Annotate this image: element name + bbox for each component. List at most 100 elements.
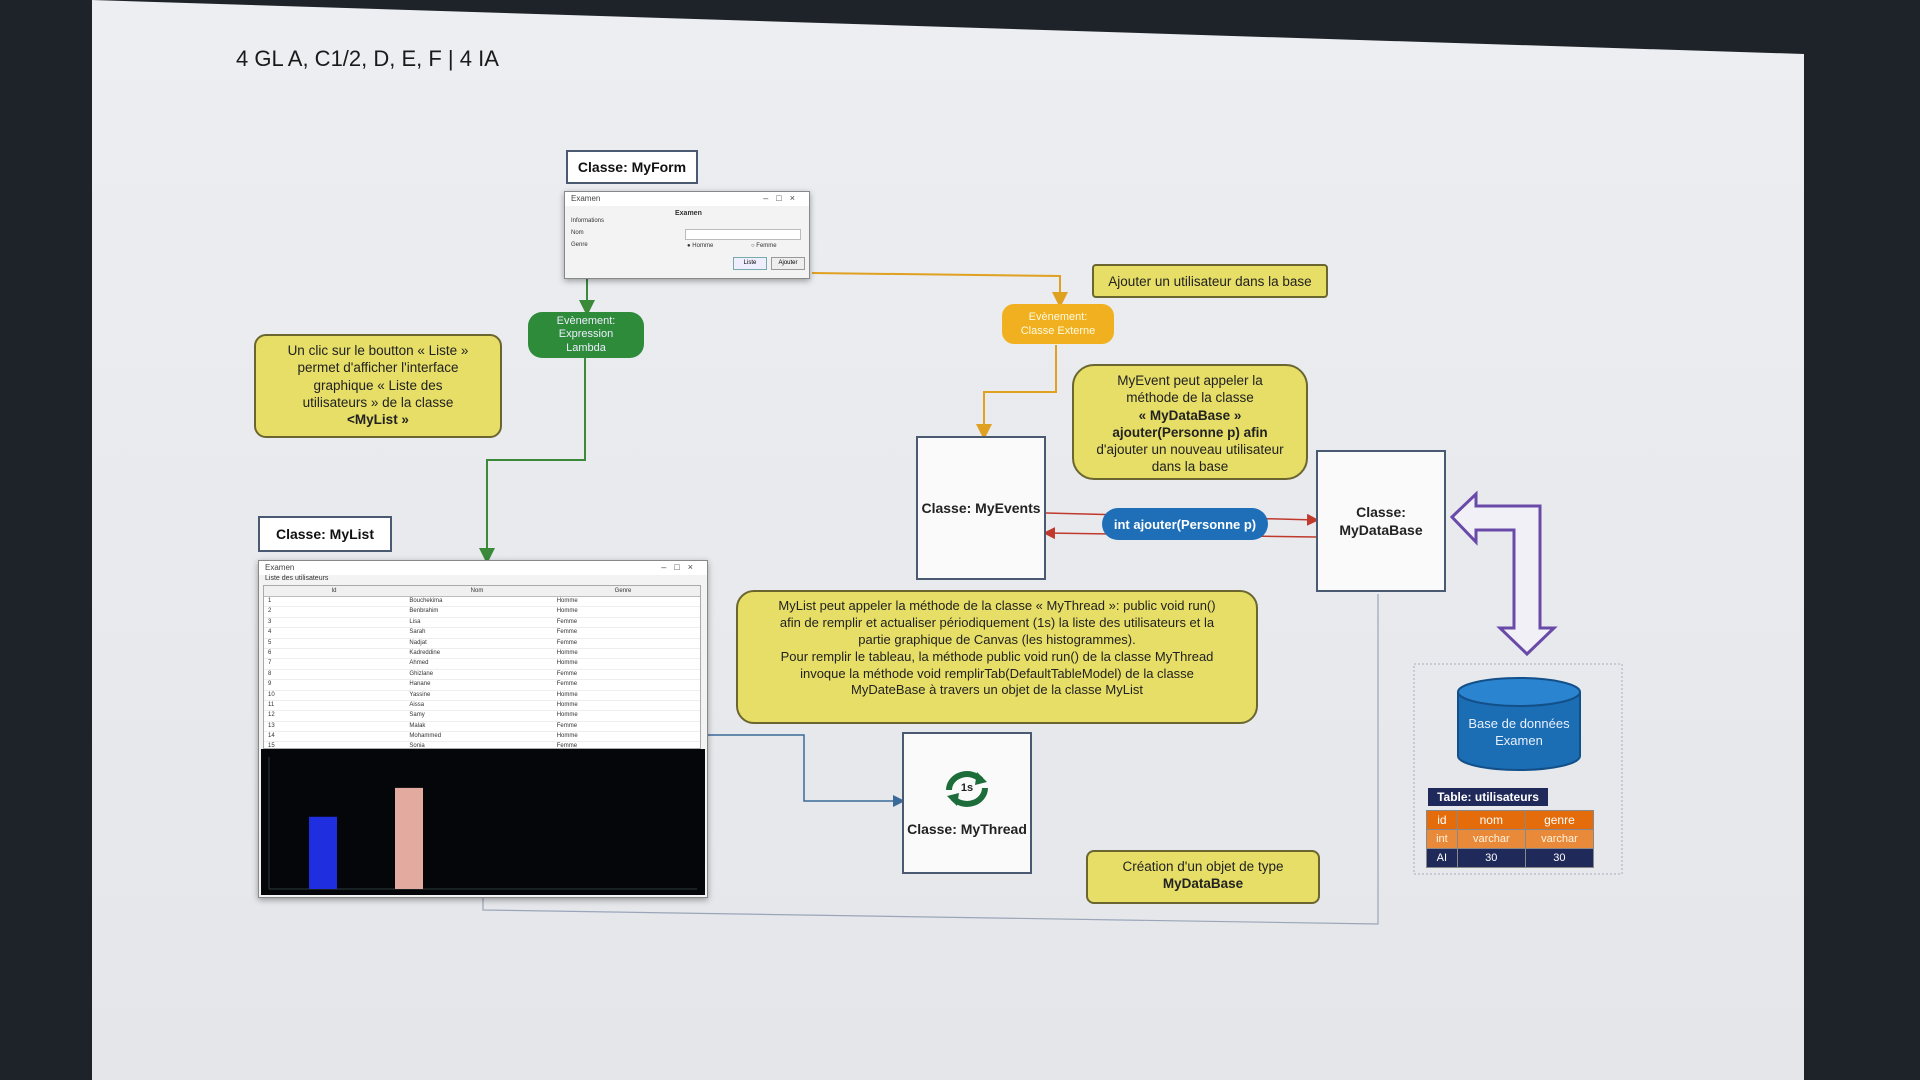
table-cell: 13 [268,722,275,729]
liste-clic-line-5: <MyList » [347,412,409,428]
callout-myevent: MyEvent peut appeler la méthode de la cl… [1072,364,1308,480]
table-cell: Sonia [409,743,425,749]
liste-button[interactable]: Liste [733,257,767,270]
table-cell: Benbrahim [409,608,439,615]
mylist-window: Examen –□× Liste des utilisateurs Id Nom… [258,560,708,898]
table-cell: 9 [268,681,272,688]
radio-homme-label: Homme [692,243,714,249]
ajouter-button[interactable]: Ajouter [771,257,805,270]
liste-clic-line-3: graphique « Liste des [313,377,443,393]
refresh-icon: 1s [941,768,993,810]
table-cell: 6 [268,649,272,656]
form-window-title: Examen [565,192,809,206]
mylist-class-label: Classe: MyList [258,516,392,552]
externe-line-1: Evènement: [1028,310,1088,323]
callout-mylist-desc: MyList peut appeler la méthode de la cla… [736,590,1258,724]
table-title: Table: utilisateurs [1428,788,1548,806]
liste-clic-line-2: permet d'afficher l'interface [297,360,459,376]
table-cell: Femme [556,743,578,749]
table-cell: Homme [556,701,578,708]
mydatabase-class-box: Classe: MyDataBase [1316,450,1446,592]
table-cell: 3 [268,618,272,625]
table-cell: Femme [556,681,578,688]
table-cell: Malak [409,722,426,729]
radio-femme[interactable]: ○ Femme [751,243,777,249]
col-header-nom: Nom [470,588,484,594]
col-header-genre: Genre [614,588,632,594]
table-cell: Kadreddine [409,649,441,656]
mylist-desc-line-1: MyList peut appeler la méthode de la cla… [778,598,1216,613]
table-cell: Femme [556,639,578,646]
table-cell: Yassine [409,691,431,698]
form-section-label: Informations [571,218,605,224]
table-cell: Bouchekima [409,598,443,604]
liste-clic-line-4: utilisateurs » de la classe [302,394,454,410]
table-cell: Homme [556,649,578,656]
histogram-bar-femme [395,787,423,889]
table-row[interactable]: 9 Hanane Femme [264,680,700,691]
db-double-arrow [1449,490,1558,657]
method-ajouter-pill: int ajouter(Personne p) [1102,508,1268,540]
myevent-line-4: ajouter(Personne p) afin [1112,424,1268,440]
mylist-desc-line-2: afin de remplir et actualiser périodique… [779,614,1215,630]
mythread-label: Classe: MyThread [907,820,1027,837]
table-cell: Samy [409,712,425,719]
radio-homme[interactable]: ● Homme [687,243,714,249]
database-label-2: Examen [1495,733,1543,748]
myform-class-label: Classe: MyForm [566,150,698,184]
event-classe-externe: Evènement: Classe Externe [1002,304,1114,344]
form-heading: Examen [675,210,702,217]
size-id: AI [1426,848,1458,868]
line-mylist-to-mythread [705,734,905,807]
myevents-class-box: Classe: MyEvents [916,436,1046,580]
database-cylinder: Base de données Examen [1457,677,1581,771]
myform-window: Examen –□× Examen Informations Nom Genre… [564,191,810,279]
list-window-controls[interactable]: –□× [661,562,701,572]
database-label-1: Base de données [1468,716,1570,731]
table-cell: Homme [556,691,578,698]
myevent-line-6: dans la base [1151,459,1229,475]
window-controls[interactable]: –□× [763,193,803,203]
liste-clic-line-1: Un clic sur le boutton « Liste » [287,343,469,358]
externe-line-2: Classe Externe [1020,325,1096,337]
table-cell: Homme [556,660,578,667]
creation-line-2: MyDataBase [1162,876,1244,892]
table-cell: 7 [268,660,272,667]
mydatabase-line-2: MyDataBase [1339,522,1423,538]
mylist-desc-line-5: invoque la méthode void remplirTab(Defau… [800,665,1194,681]
page-header: 4 GL A, C1/2, D, E, F | 4 IA [236,46,499,71]
table-header-row: id nom genre [1426,810,1595,830]
table-cell: 8 [268,670,272,677]
radio-femme-label: Femme [756,243,777,249]
mylist-desc-line-6: MyDateBase à travers un objet de la clas… [851,682,1143,698]
col-header-id: Id [331,588,337,594]
mylist-desc-line-4: Pour remplir le tableau, la méthode publ… [780,648,1214,664]
line-db-loop [482,594,1379,925]
myevent-line-1: MyEvent peut appeler la [1117,373,1263,388]
table-size-row: AI 30 30 [1426,848,1595,868]
table-row[interactable]: 6 Kadreddine Homme [264,649,700,660]
table-row[interactable]: 8 Ghizlane Femme [264,670,700,681]
table-cell: Ghizlane [409,670,434,677]
table-cell: Femme [556,670,578,677]
table-cell: Hanane [409,681,431,688]
mythread-class-box: 1s Classe: MyThread [902,732,1032,874]
table-utilisateurs: id nom genre int varchar varchar AI 30 3… [1426,810,1595,868]
table-cell: Mohammed [409,733,442,740]
lambda-line-1: Evènement: [556,315,616,328]
nom-input[interactable] [685,229,801,240]
